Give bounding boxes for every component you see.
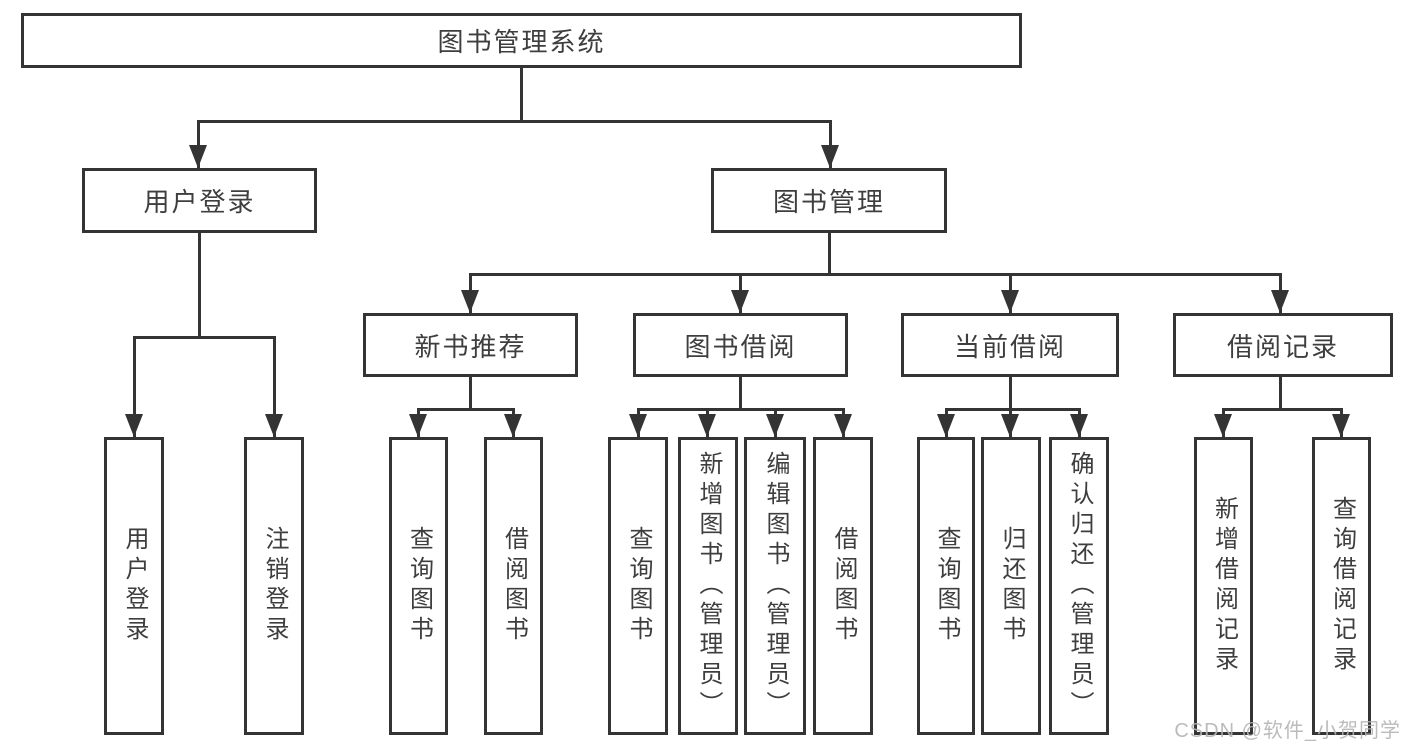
arrowhead-book-management (821, 145, 839, 168)
arrowhead-current-query (937, 414, 955, 437)
arrowhead-current-return (1001, 414, 1019, 437)
connector-records-rail (1222, 408, 1343, 411)
arrowhead-new-book-recommend (461, 290, 479, 313)
arrowhead-borrow-records (1271, 290, 1289, 313)
node-book-management: 图书管理 (711, 168, 947, 233)
csdn-watermark: CSDN @软件_小贺同学 (1174, 720, 1401, 742)
connector-user-login-arm-1 (133, 336, 136, 437)
connector-root-stem (520, 68, 523, 122)
node-current-borrow: 当前借阅 (901, 313, 1119, 377)
connector-current-rail (945, 408, 1081, 411)
arrowhead-borrow-borrow (834, 414, 852, 437)
leaf-edit-book-admin: 编辑图书（管理员） (744, 437, 806, 735)
leaf-add-book-admin: 新增图书（管理员） (678, 437, 738, 735)
connector-root-rail (197, 120, 832, 123)
connector-root-arm-right (829, 120, 832, 168)
leaf-return-books: 归还图书 (981, 437, 1041, 735)
leaf-borrow-books: 借阅图书 (813, 437, 873, 735)
arrowhead-borrow-query (629, 414, 647, 437)
arrowhead-current-borrow (1001, 290, 1019, 313)
leaf-logout-login: 注销登录 (244, 437, 304, 735)
arrowhead-records-query (1332, 414, 1350, 437)
connector-recommend-rail (417, 408, 515, 411)
connector-borrow-stem (739, 377, 742, 410)
arrowhead-current-confirm (1070, 414, 1088, 437)
arrowhead-user-login (189, 145, 207, 168)
arrowhead-borrow-add (698, 414, 716, 437)
connector-borrow-rail (637, 408, 845, 411)
connector-book-mgmt-stem (828, 233, 831, 275)
leaf-current-query-books: 查询图书 (917, 437, 975, 735)
leaf-user-login: 用户登录 (104, 437, 164, 735)
arrowhead-borrow-edit (766, 414, 784, 437)
connector-user-login-arm-2 (273, 336, 276, 437)
connector-user-login-stem (198, 233, 201, 338)
connector-current-stem (1009, 377, 1012, 410)
node-book-borrow: 图书借阅 (633, 313, 848, 377)
node-new-book-recommend: 新书推荐 (363, 313, 578, 377)
arrowhead-records-add (1214, 414, 1232, 437)
connector-root-arm-left (197, 120, 200, 168)
connector-book-mgmt-rail (469, 273, 1282, 276)
leaf-recommend-query-books: 查询图书 (389, 437, 448, 735)
leaf-query-borrow-record: 查询借阅记录 (1312, 437, 1371, 735)
node-borrow-records: 借阅记录 (1173, 313, 1393, 377)
node-user-login: 用户登录 (82, 168, 317, 233)
leaf-confirm-return-admin: 确认归还（管理员） (1049, 437, 1109, 735)
arrowhead-leaf-user-login (125, 414, 143, 437)
leaf-borrow-query-books: 查询图书 (608, 437, 668, 735)
arrowhead-book-borrow (731, 290, 749, 313)
arrowhead-recommend-query (409, 414, 427, 437)
leaf-add-borrow-record: 新增借阅记录 (1194, 437, 1253, 735)
connector-records-stem (1279, 377, 1282, 410)
connector-recommend-stem (469, 377, 472, 410)
connector-user-login-rail (133, 336, 276, 339)
arrowhead-leaf-logout (265, 414, 283, 437)
leaf-recommend-borrow-books: 借阅图书 (484, 437, 543, 735)
node-library-system: 图书管理系统 (21, 13, 1022, 68)
arrowhead-recommend-borrow (504, 414, 522, 437)
